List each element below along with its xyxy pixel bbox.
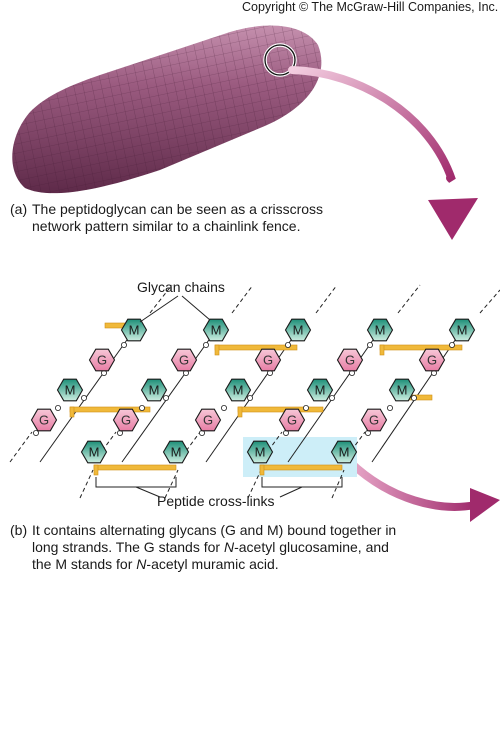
glycan-chains-leaders <box>139 295 211 323</box>
m-unit-hexagon: M <box>366 318 394 342</box>
peptide-cross-links <box>69 322 463 476</box>
caption-b: (b)It contains alternating glycans (G an… <box>10 522 480 573</box>
g-unit-hexagon: G <box>418 348 446 372</box>
m-unit-hexagon: M <box>162 440 190 464</box>
m-unit-hexagon: M <box>120 318 148 342</box>
svg-text:M: M <box>211 323 222 338</box>
svg-text:G: G <box>179 353 189 368</box>
g-unit-hexagon: G <box>170 348 198 372</box>
g-unit-hexagon: G <box>112 408 140 432</box>
m-unit-hexagon: M <box>284 318 312 342</box>
bacterial-cell <box>12 25 322 194</box>
svg-text:M: M <box>89 445 100 460</box>
m-units: M M M M M M M M M M M M M M <box>56 318 476 464</box>
svg-text:M: M <box>457 323 468 338</box>
svg-text:G: G <box>369 413 379 428</box>
svg-text:M: M <box>339 445 350 460</box>
m-unit-hexagon: M <box>56 378 84 402</box>
svg-text:G: G <box>287 413 297 428</box>
caption-a-line1: The peptidoglycan can be seen as a criss… <box>32 201 324 217</box>
m-unit-hexagon: M <box>246 440 274 464</box>
peptide-cross-links-label: Peptide cross-links <box>157 493 275 509</box>
zoom-arrow-top <box>288 66 478 240</box>
caption-b-line1: It contains alternating glycans (G and M… <box>32 522 397 538</box>
m-unit-hexagon: M <box>224 378 252 402</box>
svg-text:M: M <box>375 323 386 338</box>
caption-b-label: (b) <box>10 522 28 538</box>
g-unit-hexagon: G <box>88 348 116 372</box>
svg-text:G: G <box>427 353 437 368</box>
g-units: G G G G G G G G G G <box>30 348 446 432</box>
svg-text:M: M <box>149 383 160 398</box>
svg-text:M: M <box>129 323 140 338</box>
svg-text:G: G <box>345 353 355 368</box>
m-unit-hexagon: M <box>306 378 334 402</box>
caption-a-line2: network pattern similar to a chainlink f… <box>32 218 301 234</box>
caption-b-line3: the M stands for N-acetyl muramic acid. <box>32 556 279 572</box>
g-unit-hexagon: G <box>30 408 58 432</box>
m-unit-hexagon: M <box>202 318 230 342</box>
strand-ends <box>9 284 500 499</box>
svg-text:G: G <box>121 413 131 428</box>
svg-text:M: M <box>233 383 244 398</box>
caption-a-label: (a) <box>10 201 28 217</box>
g-unit-hexagon: G <box>360 408 388 432</box>
svg-text:M: M <box>315 383 326 398</box>
g-unit-hexagon: G <box>278 408 306 432</box>
g-unit-hexagon: G <box>194 408 222 432</box>
m-unit-hexagon: M <box>80 440 108 464</box>
zoom-arrow-bottom <box>346 458 500 522</box>
caption-a: (a)The peptidoglycan can be seen as a cr… <box>10 201 480 235</box>
svg-text:G: G <box>203 413 213 428</box>
caption-b-line2: long strands. The G stands for N-acetyl … <box>32 539 389 555</box>
g-unit-hexagon: G <box>336 348 364 372</box>
svg-text:M: M <box>255 445 266 460</box>
cross-link-brackets <box>95 477 343 498</box>
svg-text:G: G <box>263 353 273 368</box>
svg-text:M: M <box>171 445 182 460</box>
svg-text:G: G <box>97 353 107 368</box>
svg-text:M: M <box>65 383 76 398</box>
glycosidic-links <box>33 341 455 436</box>
m-unit-hexagon: M <box>140 378 168 402</box>
copyright-notice: Copyright © The McGraw-Hill Companies, I… <box>242 0 499 14</box>
svg-text:G: G <box>39 413 49 428</box>
svg-text:M: M <box>397 383 408 398</box>
g-unit-hexagon: G <box>254 348 282 372</box>
m-unit-hexagon: M <box>388 378 416 402</box>
m-unit-hexagon: M <box>448 318 476 342</box>
m-unit-hexagon: M <box>330 440 358 464</box>
glycan-chains-label: Glycan chains <box>137 279 225 295</box>
svg-text:M: M <box>293 323 304 338</box>
